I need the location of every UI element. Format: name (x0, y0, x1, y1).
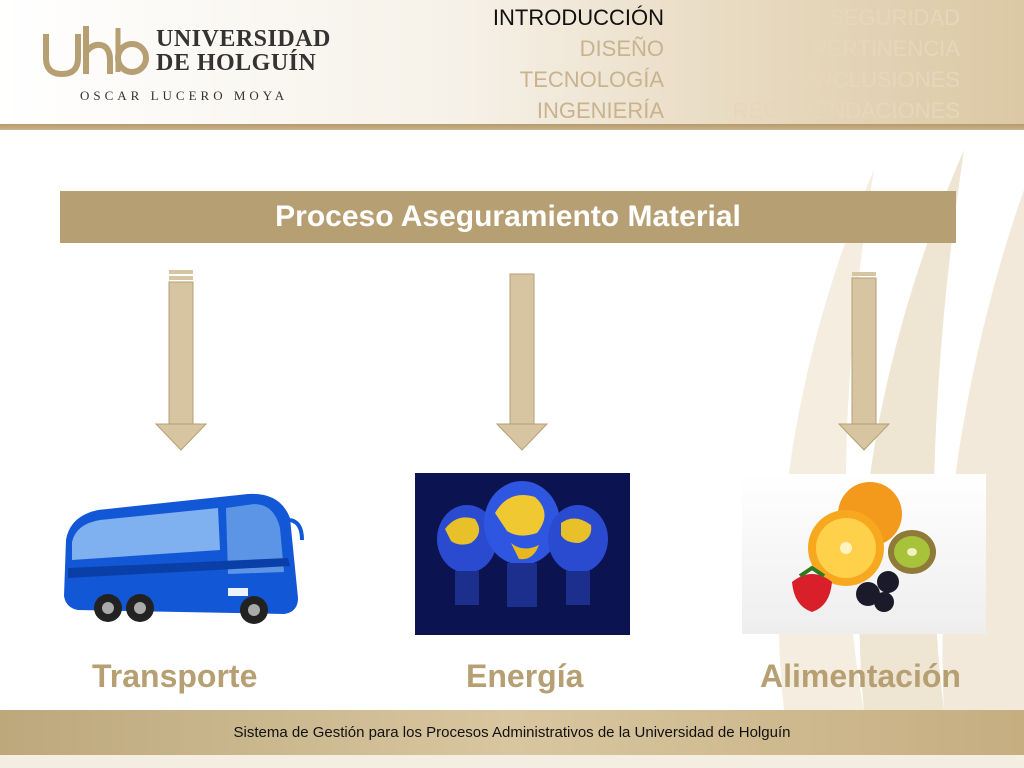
title-bar: Proceso Aseguramiento Material (60, 191, 956, 243)
footer-text: Sistema de Gestión para los Procesos Adm… (233, 724, 791, 741)
university-logo[interactable]: UNIVERSIDAD DE HOLGUÍN OSCAR LUCERO MOYA (42, 24, 332, 108)
nav-right: SEGURIDAD PERTINENCIA CONCLUSIONES RECOM… (733, 2, 960, 126)
down-arrow-icon (154, 270, 208, 451)
nav-item-conclusiones[interactable]: CONCLUSIONES (783, 67, 960, 92)
nav-left: INTRODUCCIÓN DISEÑO TECNOLOGÍA INGENIERÍ… (493, 2, 664, 126)
fruit-image (792, 482, 936, 612)
category-label-energia: Energía (466, 658, 584, 694)
logo-name-line2: DE HOLGUÍN (156, 50, 317, 76)
nav-item-seguridad[interactable]: SEGURIDAD (829, 5, 960, 30)
nav-item-pertinencia[interactable]: PERTINENCIA (812, 36, 960, 61)
nav-item-diseno[interactable]: DISEÑO (579, 36, 664, 61)
slide-title: Proceso Aseguramiento Material (275, 200, 741, 233)
nav-item-recomendaciones[interactable]: RECOMENDACIONES (732, 98, 960, 123)
category-label-transporte: Transporte (92, 658, 258, 694)
uho-logo-icon (43, 26, 149, 78)
fruit-image-panel (742, 474, 986, 634)
nav-item-ingenieria[interactable]: INGENIERÍA (536, 98, 664, 123)
category-label-alimentacion: Alimentación (760, 658, 961, 694)
down-arrow-icon (837, 272, 891, 451)
nav-item-tecnologia[interactable]: TECNOLOGÍA (519, 67, 664, 92)
nav-item-introduccion[interactable]: INTRODUCCIÓN (492, 5, 664, 30)
logo-person-name: OSCAR LUCERO MOYA (80, 88, 289, 103)
footer: Sistema de Gestión para los Procesos Adm… (0, 710, 1024, 755)
energy-image-panel (415, 473, 630, 635)
bus-image (64, 493, 304, 624)
lightbulb-globe-image (437, 481, 608, 607)
down-arrow-icon (495, 273, 549, 451)
logo-name-line1: UNIVERSIDAD (156, 26, 331, 52)
header-divider (0, 124, 1024, 130)
footer-bottom-band (0, 755, 1024, 768)
header: UNIVERSIDAD DE HOLGUÍN OSCAR LUCERO MOYA… (0, 0, 1024, 124)
